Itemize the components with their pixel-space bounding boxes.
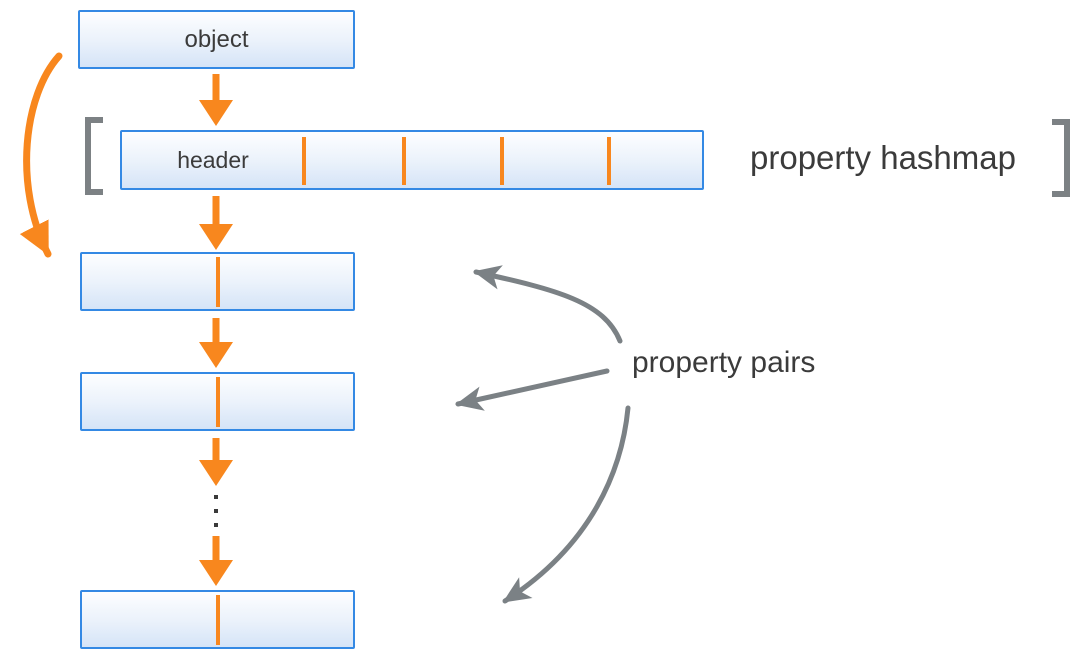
left-bracket	[85, 117, 103, 195]
arrow-pairs-to-pair2	[455, 368, 610, 411]
arrow-pair2-to-ellipsis	[199, 438, 233, 486]
arrow-object-to-header	[199, 74, 233, 126]
property-pair-box-3	[80, 590, 355, 649]
ellipsis-dot	[214, 509, 218, 513]
arrow-pairs-to-pair3	[502, 405, 631, 604]
arrow-ellipsis-to-pair3	[199, 536, 233, 586]
ellipsis-dot	[214, 495, 218, 499]
ellipsis-dot	[214, 523, 218, 527]
property-pair-box-1	[80, 252, 355, 311]
slot-divider	[302, 137, 306, 185]
arrow-pairs-to-pair1	[473, 265, 623, 344]
slot-divider	[607, 137, 611, 185]
pair-divider	[216, 377, 220, 427]
arrow-object-to-pair1-curved	[19, 52, 63, 258]
slot-divider	[500, 137, 504, 185]
pair-divider	[216, 257, 220, 307]
pairs-label: property pairs	[632, 346, 816, 379]
header-label: header	[177, 146, 249, 173]
pair-divider	[216, 595, 220, 645]
arrow-header-to-pair1	[199, 196, 233, 250]
property-pair-box-2	[80, 372, 355, 431]
object-box: object	[78, 10, 355, 69]
hashmap-box: header	[120, 130, 704, 190]
arrow-pair1-to-pair2	[199, 318, 233, 368]
ellipsis-dots	[214, 495, 218, 527]
right-bracket	[1052, 119, 1070, 197]
hashmap-label: property hashmap	[750, 139, 1016, 176]
object-label: object	[184, 25, 249, 53]
slot-divider	[402, 137, 406, 185]
